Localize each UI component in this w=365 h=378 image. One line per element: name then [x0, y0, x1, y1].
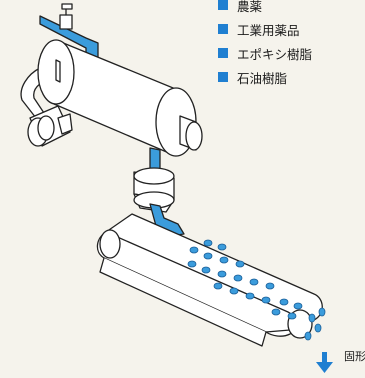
- legend-item: 石油樹脂: [218, 65, 312, 89]
- legend-label: 工業用薬品: [237, 22, 300, 38]
- drum-shaft: [179, 115, 203, 151]
- conveyor-belt: [96, 213, 323, 347]
- valve-icon: [59, 3, 73, 30]
- output-label: 固形: [344, 350, 365, 363]
- legend-label: エポキシ樹脂: [237, 46, 313, 62]
- legend-swatch: [218, 24, 228, 34]
- legend-label: 農薬: [237, 0, 263, 14]
- legend-swatch: [218, 72, 228, 82]
- dryer-drum: [37, 39, 197, 157]
- legend-label: 石油樹脂: [237, 70, 288, 86]
- down-arrow-icon: [316, 352, 333, 373]
- legend-swatch: [218, 0, 228, 10]
- solid-pellets: [187, 239, 326, 341]
- motor: [27, 105, 73, 147]
- legend-swatch: [218, 48, 228, 58]
- product-legend: 農薬 工業用薬品 エポキシ樹脂 石油樹脂: [218, 0, 312, 89]
- legend-item: 農薬: [218, 0, 312, 17]
- legend-item: 工業用薬品: [218, 17, 312, 41]
- hopper: [133, 167, 175, 213]
- legend-item: エポキシ樹脂: [218, 41, 312, 65]
